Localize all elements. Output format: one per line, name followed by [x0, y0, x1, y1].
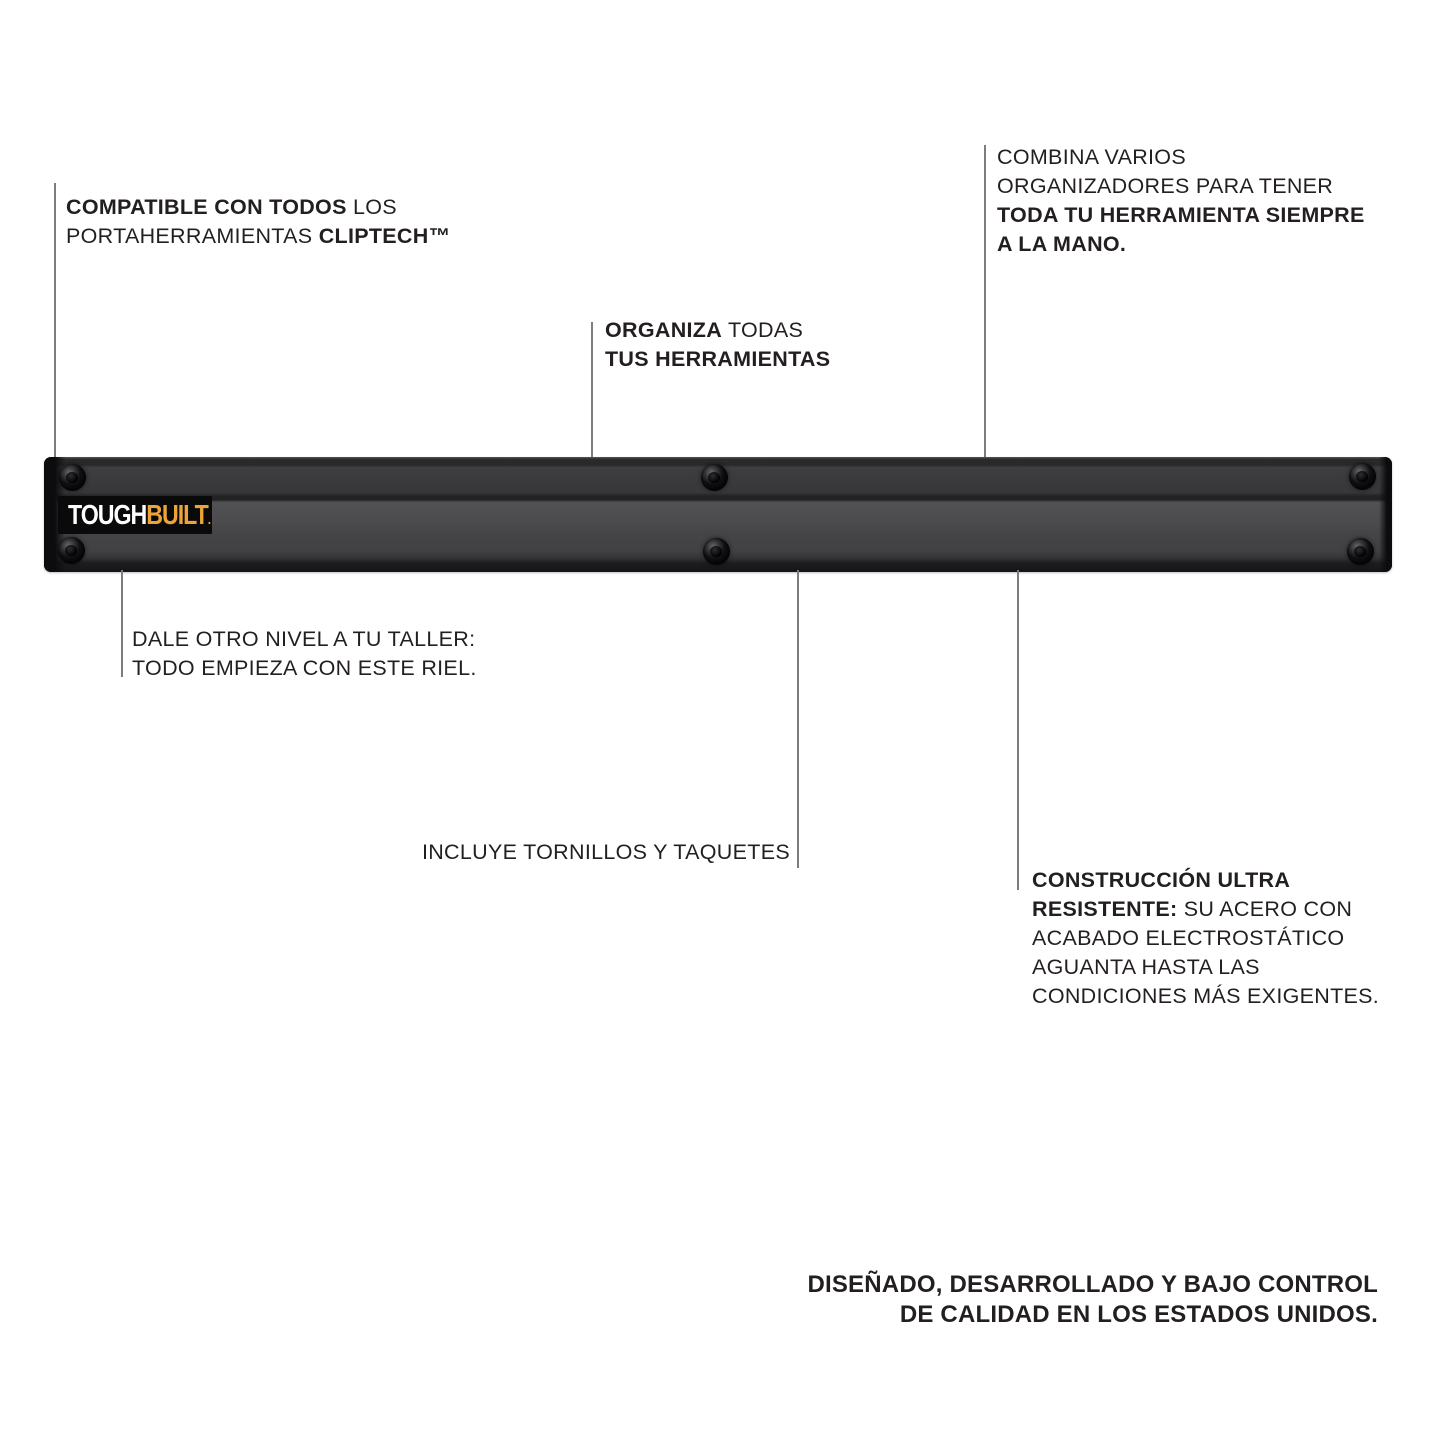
callout-text: ORGANIZA — [605, 318, 723, 342]
callout-text: CLIPTECH™ — [318, 224, 451, 248]
footer-note-line2: DE CALIDAD EN LOS ESTADOS UNIDOS. — [899, 1301, 1378, 1328]
callout-organiza: ORGANIZA TODAS TUS HERRAMIENTAS — [605, 316, 830, 374]
callout-organiza-line1: ORGANIZA TODAS — [605, 316, 830, 345]
callout-text: SU ACERO CON — [1177, 897, 1353, 921]
footer-note-line1: DISEÑADO, DESARROLLADO Y BAJO CONTROL — [807, 1271, 1378, 1298]
callout-text: TUS HERRAMIENTAS — [605, 347, 831, 371]
callout-compatible: COMPATIBLE CON TODOS LOS PORTAHERRAMIENT… — [66, 193, 450, 251]
callout-incluye-line1: INCLUYE TORNILLOS Y TAQUETES — [421, 840, 790, 864]
callout-combina-line4: A LA MANO. — [997, 232, 1127, 256]
toughbuilt-logo: TOUGHBUILT. — [58, 496, 212, 534]
screw-icon — [701, 464, 728, 491]
callout-compatible-line1: COMPATIBLE CON TODOS LOS — [66, 193, 450, 222]
screw-icon — [1349, 463, 1376, 490]
callout-text: LOS — [346, 195, 397, 219]
leader-line-combina — [984, 145, 986, 459]
logo-dot: . — [207, 510, 211, 527]
callout-compatible-line2: PORTAHERRAMIENTAS CLIPTECH™ — [66, 222, 450, 251]
callout-combina-line2: ORGANIZADORES PARA TENER — [997, 174, 1334, 198]
callout-dale-line1: DALE OTRO NIVEL A TU TALLER: — [132, 627, 476, 651]
footer-note: DISEÑADO, DESARROLLADO Y BAJO CONTROL DE… — [807, 1270, 1378, 1330]
leader-line-organiza — [591, 322, 593, 459]
callout-construccion-line2: RESISTENTE: SU ACERO CON — [1032, 895, 1379, 924]
callout-construccion-line3: ACABADO ELECTROSTÁTICO — [1032, 926, 1345, 950]
callout-text: PORTAHERRAMIENTAS — [66, 224, 319, 248]
callout-combina-line1: COMBINA VARIOS — [997, 145, 1186, 169]
callout-construccion: CONSTRUCCIÓN ULTRA RESISTENTE: SU ACERO … — [1032, 866, 1379, 1011]
callout-dale: DALE OTRO NIVEL A TU TALLER: TODO EMPIEZ… — [132, 625, 477, 683]
leader-line-dale — [121, 570, 123, 677]
screw-icon — [703, 538, 730, 565]
screw-icon — [1347, 538, 1374, 565]
logo-built-text: BUILT — [146, 499, 209, 530]
callout-organiza-line2: TUS HERRAMIENTAS — [605, 345, 830, 374]
screw-icon — [59, 464, 86, 491]
callout-combina-line3: TODA TU HERRAMIENTA SIEMPRE — [997, 203, 1365, 227]
callout-construccion-line5: CONDICIONES MÁS EXIGENTES. — [1032, 984, 1380, 1008]
callout-text: RESISTENTE: — [1032, 897, 1178, 921]
callout-text: TODAS — [722, 318, 804, 342]
callout-construccion-line1: CONSTRUCCIÓN ULTRA — [1032, 868, 1291, 892]
callout-text: COMPATIBLE CON TODOS — [66, 195, 347, 219]
screw-icon — [58, 537, 85, 564]
leader-line-incluye — [797, 570, 799, 868]
toughbuilt-rail-product: TOUGHBUILT. — [44, 457, 1392, 572]
leader-line-compatible — [54, 183, 56, 459]
callout-incluye: INCLUYE TORNILLOS Y TAQUETES — [422, 838, 790, 867]
logo-tough-text: TOUGH — [68, 499, 147, 530]
callout-dale-line2: TODO EMPIEZA CON ESTE RIEL. — [132, 656, 477, 680]
leader-line-construccion — [1017, 570, 1019, 890]
toughbuilt-logo-text: TOUGHBUILT. — [68, 499, 211, 531]
callout-construccion-line4: AGUANTA HASTA LAS — [1032, 955, 1260, 979]
callout-combina: COMBINA VARIOS ORGANIZADORES PARA TENER … — [997, 143, 1365, 259]
